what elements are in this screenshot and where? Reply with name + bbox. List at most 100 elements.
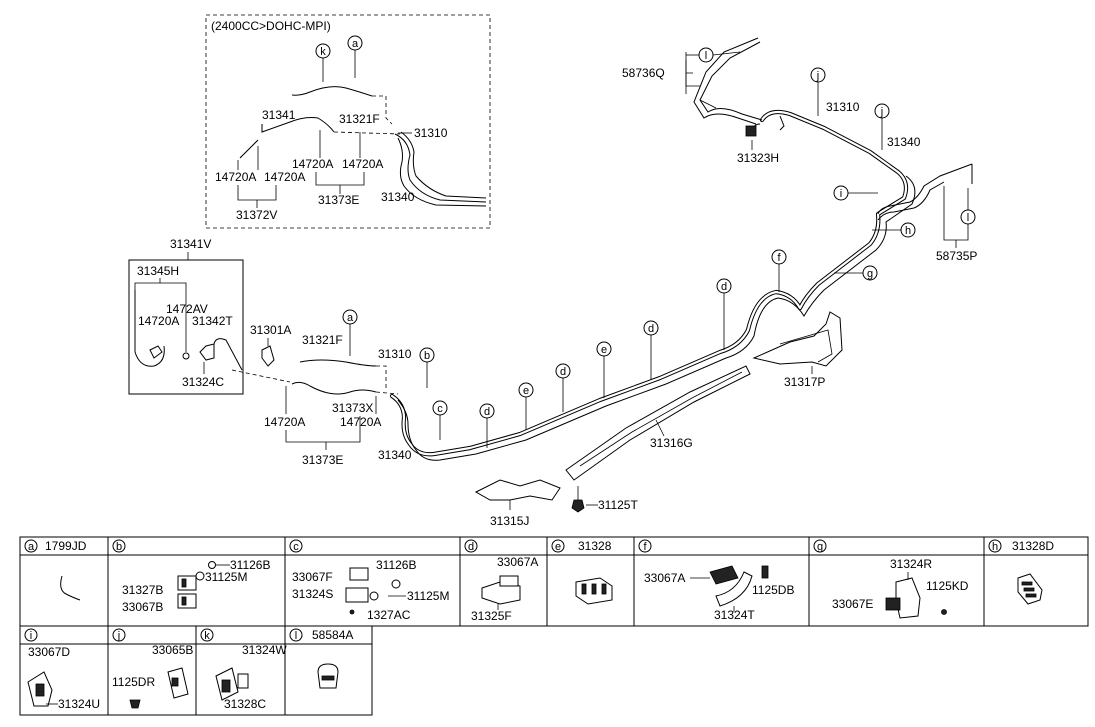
bracket-31317P xyxy=(752,311,843,367)
label-31316G: 31316G xyxy=(650,436,693,450)
legend-e-title: 31328 xyxy=(578,539,612,553)
legend-j-part-1: 33065B xyxy=(152,643,193,657)
label-31372V: 31372V xyxy=(236,208,277,222)
callout-j-rear-letter: j xyxy=(816,70,819,82)
legend-b-part-1: 31126B xyxy=(230,558,270,572)
legend-k-letter: k xyxy=(204,630,210,642)
label-31345H: 31345H xyxy=(137,264,179,278)
label-31317P: 31317P xyxy=(784,375,825,389)
main-fuel-pipe xyxy=(389,37,973,461)
label-14720A-m1: 14720A xyxy=(264,415,305,429)
legend-cell-e: e 31328 xyxy=(551,539,613,605)
legend-h-letter: h xyxy=(992,541,998,553)
legend-b-letter: b xyxy=(116,541,122,553)
callout-l-right-letter: l xyxy=(967,212,969,224)
legend-k-part-2: 31328C xyxy=(224,697,266,711)
legend-cell-k: k 31324W 31328C xyxy=(200,628,287,711)
bracket-31301A xyxy=(261,345,275,367)
callout-f-rear-letter: f xyxy=(777,252,781,264)
legend-cell-i: i 33067D 31324U xyxy=(24,628,100,711)
callout-d-3-letter: d xyxy=(648,323,654,335)
callout-d-1-letter: d xyxy=(484,406,490,418)
label-31310-top: 31310 xyxy=(414,126,448,140)
label-58736Q: 58736Q xyxy=(622,66,665,80)
callout-e-2-letter: e xyxy=(601,344,607,356)
legend-cell-g: g 31324R 1125KD 33067E xyxy=(813,539,969,619)
legend-cell-d: d 33067A 31325F xyxy=(464,539,538,623)
legend-b-part-3: 31327B xyxy=(122,583,163,597)
callout-b-letter: b xyxy=(424,350,430,362)
callout-k-top-letter: k xyxy=(320,46,326,58)
legend-a-title: 1799JD xyxy=(45,539,87,553)
callout-c-letter: c xyxy=(437,403,443,415)
label-31373E-mid: 31373E xyxy=(302,453,343,467)
legend-l-title: 58584A xyxy=(312,628,353,642)
label-14720A-m2: 14720A xyxy=(340,415,381,429)
legend-f-part-1: 33067A xyxy=(644,571,685,585)
callout-l-top-right-letter: l xyxy=(705,50,707,62)
variant-label: (2400CC>DOHC-MPI) xyxy=(211,19,331,33)
legend-b-part-4: 33067B xyxy=(122,600,163,614)
legend-h-title: 31328D xyxy=(1012,539,1054,553)
legend-d-part-1: 33067A xyxy=(497,555,538,569)
label-31323H: 31323H xyxy=(737,151,779,165)
label-31373X: 31373X xyxy=(332,401,373,415)
legend-g-part-1: 31324R xyxy=(890,557,932,571)
callout-a-mid-letter: a xyxy=(347,312,354,324)
label-14720A-b1: 14720A xyxy=(138,314,179,328)
label-31315J: 31315J xyxy=(490,514,529,528)
callout-d-2-letter: d xyxy=(560,366,566,378)
legend-i-part-1: 33067D xyxy=(28,645,70,659)
hose-31373X xyxy=(291,381,377,395)
label-14720A-t3: 14720A xyxy=(292,157,333,171)
label-31324C: 31324C xyxy=(182,375,224,389)
label-31301A: 31301A xyxy=(250,323,291,337)
label-31310-mid: 31310 xyxy=(378,347,412,361)
legend-d-part-2: 31325F xyxy=(471,609,512,623)
legend-g-part-3: 33067E xyxy=(832,597,873,611)
label-31340-right: 31340 xyxy=(887,135,921,149)
legend-cell-a: a 1799JD xyxy=(24,539,87,601)
bracket-31315J xyxy=(474,479,561,501)
legend-cell-c: c 31126B 33067F 31324S 31125M 1327AC xyxy=(289,539,449,622)
shield-31316G xyxy=(565,365,751,481)
callout-h-rear-letter: h xyxy=(905,225,911,237)
label-14720A-t1: 14720A xyxy=(215,170,256,184)
inset-frame xyxy=(205,14,491,229)
hose-31321F-top xyxy=(291,86,373,97)
assembly-31341V: 31341V 31345H 1472AV 14720A 31342T 31324… xyxy=(128,237,244,395)
legend-i-part-2: 31324U xyxy=(58,697,100,711)
legend-l-letter: l xyxy=(295,630,297,642)
box-31341V xyxy=(128,259,244,395)
label-14720A-t2: 14720A xyxy=(264,170,305,184)
label-31341: 31341 xyxy=(262,108,296,122)
bolt-31125T xyxy=(571,499,585,513)
legend-c-part-5: 1327AC xyxy=(367,608,411,622)
legend-g-part-2: 1125KD xyxy=(926,579,969,593)
legend-d-letter: d xyxy=(468,541,474,553)
brackets: 31317P 31316G 31315J 31125T xyxy=(474,311,843,528)
callout-j-right-letter: j xyxy=(880,106,883,118)
label-1472AV: 1472AV xyxy=(166,302,208,316)
legend-i-letter: i xyxy=(30,630,32,642)
legend-cell-l: l 58584A xyxy=(289,628,353,689)
legend-c-part-4: 31125M xyxy=(407,589,449,603)
label-31342T: 31342T xyxy=(192,314,233,328)
label-14720A-t4: 14720A xyxy=(342,157,383,171)
label-31125T: 31125T xyxy=(598,498,638,512)
legend-j-part-2: 1125DR xyxy=(112,675,155,689)
label-31321F-top: 31321F xyxy=(339,112,380,126)
callout-i-rear-letter: i xyxy=(840,188,842,200)
legend-j-letter: j xyxy=(117,630,120,642)
label-31373E-top: 31373E xyxy=(318,193,359,207)
parts-legend: a 1799JD b 31126B 31125M 31327B 33067B c… xyxy=(19,536,1089,716)
legend-cell-h: h 31328D xyxy=(988,539,1054,605)
label-31310-right: 31310 xyxy=(826,100,860,114)
front-connectors: 31301A a 31321F 31310 b 31373X 14720A 14… xyxy=(231,309,448,467)
hose-31321F-mid xyxy=(299,359,377,367)
callout-d-4-letter: d xyxy=(721,281,727,293)
legend-k-part-1: 31324W xyxy=(242,643,287,657)
callout-e-1-letter: e xyxy=(523,385,529,397)
callout-g-rear-letter: g xyxy=(867,268,873,280)
